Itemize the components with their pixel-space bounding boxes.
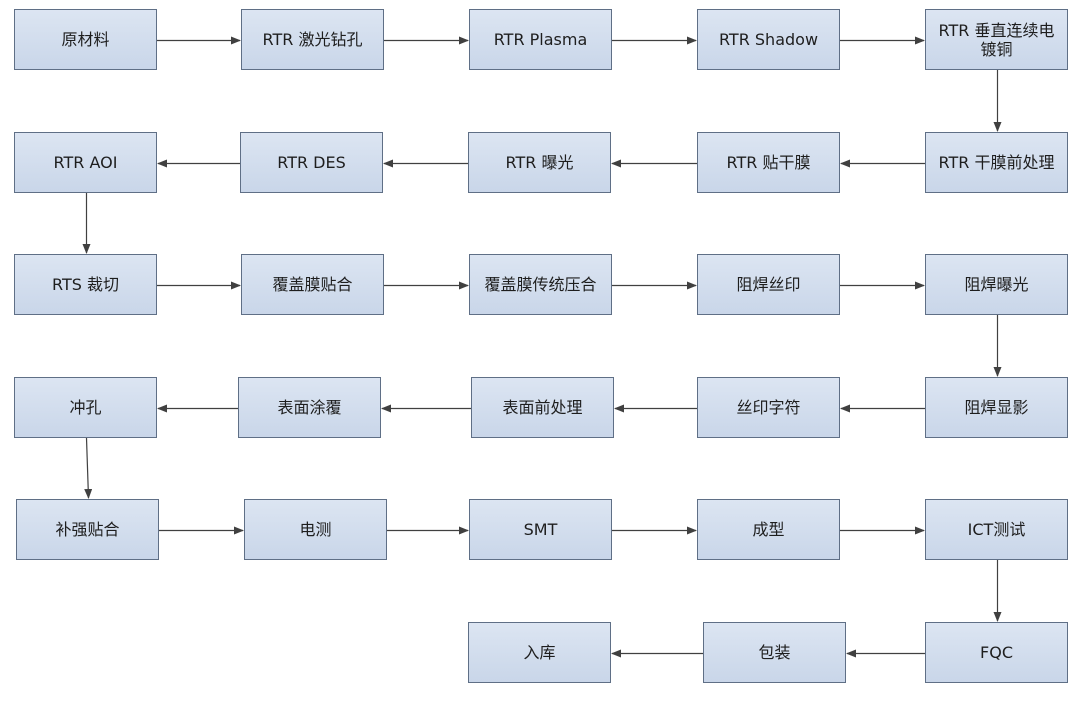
step-box: RTR DES [240, 132, 383, 193]
step-box: 覆盖膜贴合 [241, 254, 384, 315]
step-box: 补强贴合 [16, 499, 159, 560]
step-box: ICT测试 [925, 499, 1068, 560]
step-label: SMT [523, 520, 558, 539]
step-box: 成型 [697, 499, 840, 560]
step-label: 阻焊显影 [964, 398, 1029, 417]
step-label: RTR 激光钻孔 [262, 30, 363, 49]
step-box: 表面前处理 [471, 377, 614, 438]
step-label: RTS 裁切 [52, 275, 119, 294]
step-box: RTR 垂直连续电镀铜 [925, 9, 1068, 70]
step-box: 原材料 [14, 9, 157, 70]
step-label: 入库 [523, 643, 556, 662]
step-label: RTR DES [277, 153, 346, 172]
step-box: 冲孔 [14, 377, 157, 438]
step-label: 补强贴合 [55, 520, 120, 539]
step-box: RTR 贴干膜 [697, 132, 840, 193]
step-label: 电测 [299, 520, 332, 539]
step-label: 覆盖膜贴合 [272, 275, 353, 294]
step-label: RTR 曝光 [505, 153, 574, 172]
step-box: 表面涂覆 [238, 377, 381, 438]
step-label: 丝印字符 [736, 398, 801, 417]
flow-arrow [84, 437, 93, 499]
step-box: 电测 [244, 499, 387, 560]
step-label: RTR AOI [53, 153, 118, 172]
step-box: 覆盖膜传统压合 [469, 254, 612, 315]
step-label: 冲孔 [69, 398, 102, 417]
step-label: RTR Shadow [718, 30, 819, 49]
step-box: 阻焊丝印 [697, 254, 840, 315]
step-box: RTR Shadow [697, 9, 840, 70]
step-box: 丝印字符 [697, 377, 840, 438]
step-label: 包装 [758, 643, 791, 662]
step-label: RTR Plasma [493, 30, 588, 49]
step-box: RTR AOI [14, 132, 157, 193]
step-box: FQC [925, 622, 1068, 683]
step-box: RTS 裁切 [14, 254, 157, 315]
step-label: 覆盖膜传统压合 [484, 275, 597, 294]
step-box: 阻焊曝光 [925, 254, 1068, 315]
step-box: 入库 [468, 622, 611, 683]
step-box: 包装 [703, 622, 846, 683]
step-box: RTR Plasma [469, 9, 612, 70]
step-label: ICT测试 [967, 520, 1026, 539]
step-label: 阻焊丝印 [736, 275, 801, 294]
step-label: 成型 [752, 520, 785, 539]
step-label: 原材料 [61, 30, 110, 49]
step-label: 阻焊曝光 [964, 275, 1029, 294]
step-box: RTR 激光钻孔 [241, 9, 384, 70]
step-box: RTR 曝光 [468, 132, 611, 193]
step-box: RTR 干膜前处理 [925, 132, 1068, 193]
step-box: 阻焊显影 [925, 377, 1068, 438]
step-label: RTR 贴干膜 [726, 153, 811, 172]
step-box: SMT [469, 499, 612, 560]
step-label: FQC [980, 643, 1013, 662]
step-label: RTR 垂直连续电镀铜 [938, 20, 1055, 59]
step-label: RTR 干膜前处理 [938, 153, 1055, 172]
step-label: 表面涂覆 [277, 398, 342, 417]
step-label: 表面前处理 [502, 398, 583, 417]
